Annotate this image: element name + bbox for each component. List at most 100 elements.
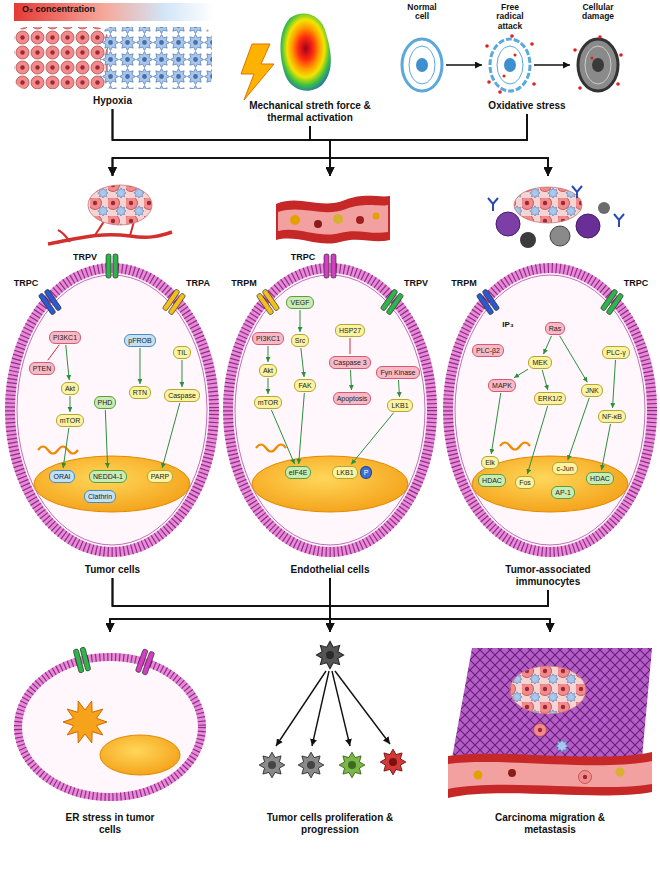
protein-box: ERK1/2 — [534, 392, 566, 405]
proliferation-icon — [312, 671, 329, 746]
normal-cell-icon — [416, 58, 428, 72]
protein-name: AP-1 — [555, 489, 571, 496]
immune-cluster-icon — [496, 212, 520, 236]
protein-box: c-Jun — [552, 462, 577, 475]
protein-name: Caspase — [168, 392, 196, 399]
caption-box: Mechanical streth force & thermal activa… — [230, 100, 390, 124]
oxygen-gradient-bar — [14, 3, 214, 21]
cell-nucleus — [34, 456, 628, 512]
protein-box: mTOR — [56, 414, 84, 427]
er-stress-cell-icon — [135, 649, 154, 676]
free-radical-cell-icon — [530, 42, 534, 46]
protein-box: RTN — [129, 386, 151, 399]
immune-cluster-icon — [576, 214, 600, 238]
signal-arrow — [612, 360, 615, 408]
protein-box: Caspase — [164, 389, 200, 402]
free-radical-cell-icon — [497, 46, 523, 84]
signal-arrow — [301, 348, 304, 377]
protein-name: PLC-γ — [606, 349, 625, 356]
flow-arrow — [113, 126, 331, 176]
er-stress-cell-icon — [73, 647, 91, 673]
blood-vessel-icon — [276, 196, 390, 244]
protein-box: TIL — [173, 346, 191, 359]
cell-membrane — [448, 268, 652, 552]
protein-name: PLC-β2 — [476, 347, 500, 354]
protein-name: NF-κB — [602, 413, 622, 420]
protein-name: RTN — [133, 389, 147, 396]
metastasis-icon — [534, 724, 547, 737]
proliferation-icon — [259, 641, 406, 777]
er-stress-cell-icon — [18, 657, 202, 797]
immune-cluster-icon — [520, 232, 536, 248]
stage-arrow — [446, 64, 482, 66]
flow-arrow — [330, 114, 527, 176]
endoplasmic-reticulum — [38, 443, 530, 454]
protein-box: pFROB — [124, 334, 155, 347]
protein-box: Caspase 3 — [329, 356, 370, 369]
protein-box: PARP — [147, 470, 174, 483]
protein-name: ERK1/2 — [538, 395, 562, 402]
protein-box: PLC-β2 — [472, 344, 504, 357]
protein-box: MAPK — [488, 379, 516, 392]
metastasis-icon — [616, 768, 625, 777]
protein-box: eIF4E — [285, 466, 312, 479]
axis-label: O₂ concentration — [22, 5, 95, 15]
immune-cluster-icon — [598, 202, 610, 214]
blood-vessel-icon — [356, 216, 364, 224]
signal-arrow — [69, 396, 70, 412]
protein-box: Ras — [545, 322, 565, 335]
signal-arrow — [491, 393, 501, 454]
protein-name: mTOR — [60, 417, 80, 424]
flow-arrow — [113, 578, 551, 632]
protein-box: VEGF — [286, 296, 313, 309]
ion-channel — [106, 254, 118, 278]
flow-arrow — [110, 578, 330, 632]
flow-arrow — [310, 126, 330, 176]
signal-arrow — [66, 345, 69, 380]
proliferation-icon — [276, 671, 326, 746]
caption-box: Tumor-associated immunocytes — [488, 564, 608, 588]
protein-name: Akt — [65, 385, 75, 392]
ion-channel — [38, 254, 624, 315]
er-stress-cell-icon — [100, 735, 180, 775]
blood-vessel-icon — [373, 213, 380, 220]
cell-membrane — [10, 268, 652, 552]
free-radical-cell-icon — [510, 34, 514, 38]
protein-name: Fos — [519, 479, 531, 486]
protein-box: Apoptosis — [333, 392, 372, 405]
free-radical-cell-icon — [532, 82, 536, 86]
protein-box: JNK — [581, 384, 602, 397]
cell-membrane — [448, 268, 652, 552]
protein-name: eIF4E — [289, 469, 308, 476]
blood-vessel-icon — [290, 215, 300, 225]
thermal-image — [281, 14, 331, 91]
metastasis-icon — [448, 648, 652, 798]
channel-label: TRPM — [231, 279, 257, 289]
protein-name: NEDD4-1 — [93, 473, 123, 480]
signal-arrow — [63, 428, 69, 468]
endoplasmic-reticulum — [256, 445, 286, 452]
caption-box: Oxidative stress — [427, 100, 627, 112]
proliferation-icon — [326, 651, 334, 659]
ion-channel — [476, 289, 500, 316]
hypoxia-cell-cluster — [14, 27, 212, 89]
endoplasmic-reticulum — [500, 443, 530, 450]
lightning-bolt — [241, 44, 274, 100]
signal-arrow — [398, 380, 399, 397]
proliferation-icon — [380, 749, 406, 775]
caption-box: Carcinoma migration & metastasis — [485, 812, 615, 836]
protein-name: mTOR — [258, 399, 278, 406]
protein-box: P — [360, 466, 373, 479]
protein-box: HDAC — [586, 472, 614, 485]
er-stress-cell-icon — [18, 647, 202, 797]
ion-channel — [256, 289, 280, 316]
flow-arrow — [113, 114, 528, 176]
normal-cell-icon — [409, 46, 435, 84]
protein-box: Akt — [61, 382, 79, 395]
tumor-vessel-icon — [88, 185, 152, 225]
protein-box: FAK — [294, 379, 315, 392]
protein-box: mTOR — [254, 396, 282, 409]
